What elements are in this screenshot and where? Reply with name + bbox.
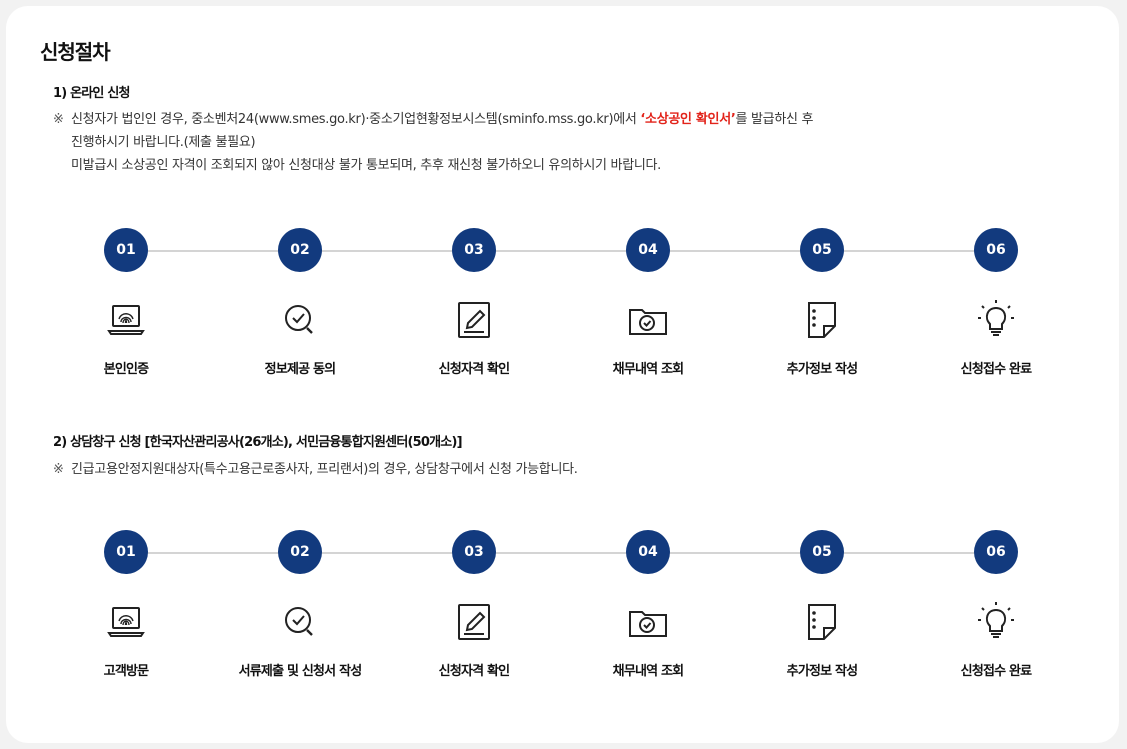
step-number: 02 (278, 228, 322, 272)
step-label: 서류제출 및 신청서 작성 (238, 664, 363, 679)
lightbulb-icon (978, 602, 1014, 638)
online-notice-line1-post: 를 발급하신 후 (735, 112, 814, 127)
counter-step-3: 03 신청자격 확인 (384, 530, 564, 679)
online-notice-line2: 진행하시기 바랍니다.(제출 불필요) (71, 135, 256, 150)
step-number: 01 (104, 530, 148, 574)
online-step-4: 04 채무내역 조회 (558, 228, 738, 377)
step-label: 고객방문 (103, 664, 149, 679)
page-title: 신청절차 (40, 40, 111, 64)
step-label: 추가정보 작성 (786, 362, 858, 377)
step-number: 03 (452, 530, 496, 574)
magnifier-check-icon (285, 305, 313, 334)
document-pen-icon (458, 302, 490, 338)
online-step-5: 05 추가정보 작성 (732, 228, 912, 377)
counter-steps: 01 고객방문 02 서류제출 및 신청서 작성 03 (6, 530, 1119, 680)
online-step-6: 06 신청접수 완료 (906, 228, 1086, 377)
online-section-heading: 1) 온라인 신청 (53, 86, 130, 101)
step-label: 정보제공 동의 (264, 362, 336, 377)
step-label: 채무내역 조회 (612, 362, 684, 377)
step-number: 06 (974, 530, 1018, 574)
step-label: 신청접수 완료 (960, 664, 1032, 679)
step-number: 04 (626, 228, 670, 272)
step-label: 본인인증 (103, 362, 149, 377)
counter-step-6: 06 신청접수 완료 (906, 530, 1086, 679)
counter-step-2: 02 서류제출 및 신청서 작성 (210, 530, 390, 679)
counter-step-5: 05 추가정보 작성 (732, 530, 912, 679)
steps-track-line (126, 552, 996, 554)
step-number: 01 (104, 228, 148, 272)
step-number: 05 (800, 530, 844, 574)
steps-track-line (126, 250, 996, 252)
note-page-icon (808, 604, 836, 640)
counter-notice-line1: 긴급고용안정지원대상자(특수고용근로종사자, 프리랜서)의 경우, 상담창구에서… (71, 462, 578, 477)
online-steps: 01 본인인증 02 정보제공 동의 03 (6, 228, 1119, 378)
online-step-1: 01 본인인증 (36, 228, 216, 377)
step-label: 신청자격 확인 (438, 362, 510, 377)
laptop-fingerprint-icon (107, 607, 145, 637)
step-label: 신청자격 확인 (438, 664, 510, 679)
counter-step-4: 04 채무내역 조회 (558, 530, 738, 679)
note-page-icon (808, 302, 836, 338)
step-label: 추가정보 작성 (786, 664, 858, 679)
online-notice-line3: 미발급시 소상공인 자격이 조회되지 않아 신청대상 불가 통보되며, 추후 재… (71, 158, 662, 173)
online-step-3: 03 신청자격 확인 (384, 228, 564, 377)
step-number: 05 (800, 228, 844, 272)
step-number: 06 (974, 228, 1018, 272)
step-number: 04 (626, 530, 670, 574)
document-pen-icon (458, 604, 490, 640)
counter-step-1: 01 고객방문 (36, 530, 216, 679)
step-label: 신청접수 완료 (960, 362, 1032, 377)
online-notice-line1-pre: 신청자가 법인인 경우, 중소벤처24(www.smes.go.kr)·중소기업… (71, 112, 641, 127)
step-number: 03 (452, 228, 496, 272)
step-label: 채무내역 조회 (612, 664, 684, 679)
online-notice: ※ 신청자가 법인인 경우, 중소벤처24(www.smes.go.kr)·중소기… (53, 108, 953, 177)
reference-mark: ※ (53, 112, 64, 127)
step-number: 02 (278, 530, 322, 574)
counter-section-heading: 2) 상담창구 신청 [한국자산관리공사(26개소), 서민금융통합지원센터(5… (53, 435, 463, 450)
laptop-fingerprint-icon (107, 305, 145, 335)
folder-check-icon (629, 309, 667, 335)
online-step-2: 02 정보제공 동의 (210, 228, 390, 377)
reference-mark: ※ (53, 462, 64, 477)
sosanggongin-certificate-highlight: ‘소상공인 확인서’ (640, 112, 736, 127)
magnifier-check-icon (285, 607, 313, 636)
folder-check-icon (629, 611, 667, 637)
lightbulb-icon (978, 300, 1014, 336)
procedure-card: 신청절차 1) 온라인 신청 ※ 신청자가 법인인 경우, 중소벤처24(www.… (6, 6, 1119, 743)
counter-notice: ※ 긴급고용안정지원대상자(특수고용근로종사자, 프리랜서)의 경우, 상담창구에… (53, 458, 953, 481)
